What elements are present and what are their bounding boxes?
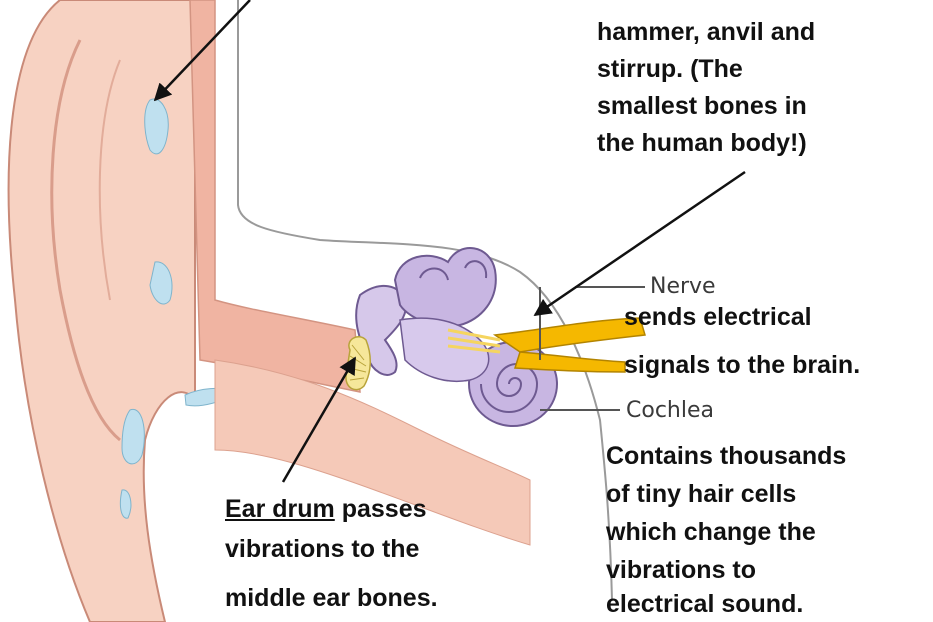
- cartilage-spot: [120, 490, 130, 518]
- ear-drum-line-1-rest: passes: [335, 495, 427, 523]
- ossicles-note-line-4: the human body!): [597, 131, 807, 156]
- outer-ear-pinna: [9, 0, 195, 622]
- ossicles-note-line-2: stirrup. (The: [597, 57, 743, 82]
- nerve-note-line-1: sends electrical: [624, 305, 812, 330]
- auditory-nerve: [495, 318, 645, 352]
- cartilage-spot: [145, 99, 169, 154]
- ear-drum-note-line-3: middle ear bones.: [225, 586, 438, 611]
- cochlea-note-line-1: Contains thousands: [606, 444, 846, 469]
- ear-drum-term: Ear drum: [225, 495, 335, 523]
- cochlea-note-line-3: which change the: [606, 520, 816, 545]
- ear-drum: [346, 337, 370, 390]
- ossicles-note-line-3: smallest bones in: [597, 94, 807, 119]
- nerve-note-line-2: signals to the brain.: [624, 353, 860, 378]
- nerve-part-label: Nerve: [650, 276, 716, 298]
- nerve-branch: [515, 352, 625, 372]
- ear-drum-note-line-2: vibrations to the: [225, 537, 419, 562]
- ossicles-note-line-1: hammer, anvil and: [597, 20, 815, 45]
- cochlea-note-line-5: electrical sound.: [606, 592, 803, 617]
- semicircular-canals: [395, 248, 496, 326]
- ear-canal: [190, 0, 360, 392]
- ear-drum-note-line-1: Ear drum passes: [225, 497, 427, 522]
- cochlea-note-line-2: of tiny hair cells: [606, 482, 796, 507]
- cochlea-note-line-4: vibrations to: [606, 558, 756, 583]
- cochlea-part-label: Cochlea: [626, 400, 714, 422]
